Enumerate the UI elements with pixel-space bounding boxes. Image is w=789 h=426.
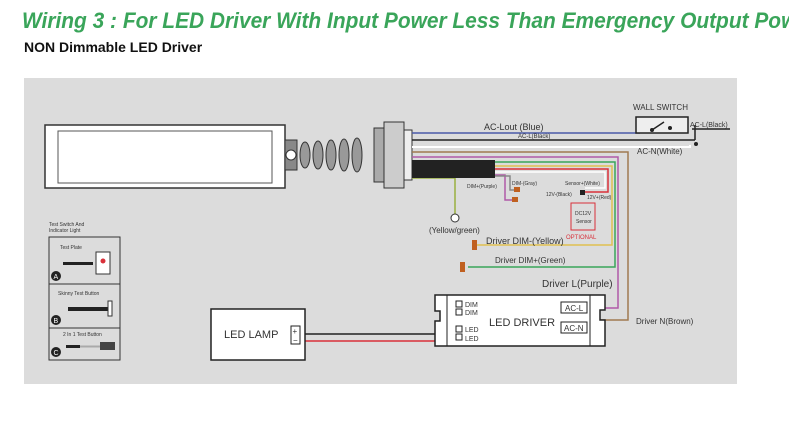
sensor-white-label: Sensor+(White) xyxy=(565,181,600,187)
option-a: Test Plate A xyxy=(51,245,111,281)
svg-text:2 In 1 Test Button: 2 In 1 Test Button xyxy=(63,332,102,338)
ac-l-label: AC-L(Black) xyxy=(690,122,728,129)
wire-driver-n-brown xyxy=(412,151,629,321)
diagram-background xyxy=(24,78,737,384)
test-switch-panel: Test Switch And Indicator Light Test Pla… xyxy=(48,222,121,361)
driver-dim-minus-label: Driver DIM-(Yellow) xyxy=(486,236,564,246)
driver-n-label: Driver N(Brown) xyxy=(636,317,694,326)
wire-nut-icon xyxy=(460,262,465,272)
flex-conduit xyxy=(299,137,363,173)
page-title: Wiring 3 : For LED Driver With Input Pow… xyxy=(22,8,789,33)
ac-n-label: AC-N(White) xyxy=(637,147,683,156)
dim-minus-terminal: DIM xyxy=(465,310,478,317)
svg-text:B: B xyxy=(54,318,59,325)
led-minus-terminal: LED xyxy=(465,336,479,343)
led-plus-terminal: LED xyxy=(465,327,479,334)
page-subtitle: NON Dimmable LED Driver xyxy=(24,39,203,55)
driver-dim-plus-label: Driver DIM+(Green) xyxy=(495,256,566,265)
ac-l-terminal: AC-L xyxy=(565,304,584,313)
dc12v-label: DC12V xyxy=(575,211,592,217)
led-lamp-label: LED LAMP xyxy=(224,329,278,341)
ac-l-inner-label: AC-L(Black) xyxy=(518,134,550,140)
driver-l-label: Driver L(Purple) xyxy=(542,279,613,290)
svg-text:C: C xyxy=(54,350,59,357)
led-driver-label: LED DRIVER xyxy=(489,317,555,329)
svg-text:Test Plate: Test Plate xyxy=(60,245,82,251)
yellow-green-label: (Yellow/green) xyxy=(429,226,480,235)
option-c: 2 In 1 Test Button C xyxy=(51,332,115,357)
wire-driver-l-purple xyxy=(412,156,619,309)
sensor-label: Sensor xyxy=(576,219,592,225)
dim-plus-terminal: DIM xyxy=(465,302,478,309)
ac-n-terminal: AC-N xyxy=(564,324,584,333)
ground-icon xyxy=(450,213,460,223)
wire-bundle xyxy=(412,160,495,178)
led-driver: DIM DIM LED LED LED DRIVER AC-L AC-N xyxy=(434,294,606,347)
12v-black-label: 12V-(Black) xyxy=(546,192,572,198)
emergency-driver-unit xyxy=(44,121,413,189)
wire-ac-n-white xyxy=(412,145,691,148)
12v-red-label: 12V+(Red) xyxy=(587,195,612,201)
wire-nut-icon xyxy=(512,197,518,202)
svg-text:A: A xyxy=(54,274,59,281)
test-switch-heading: Test Switch And xyxy=(49,222,85,228)
dim-minus-gray-label: DIM-(Gray) xyxy=(512,181,537,187)
wire-dim-minus-yellow xyxy=(475,165,613,246)
wire-dim-plus-green xyxy=(468,161,616,268)
test-switch-heading-2: Indicator Light xyxy=(49,228,81,234)
led-lamp: LED LAMP +− xyxy=(210,308,306,361)
wall-switch-label: WALL SWITCH xyxy=(633,103,688,112)
svg-text:Skinny Test Button: Skinny Test Button xyxy=(58,291,100,297)
svg-text:−: − xyxy=(293,336,298,345)
option-b: Skinny Test Button B xyxy=(51,291,113,325)
dim-plus-purple-label: DIM+(Purple) xyxy=(467,184,497,190)
wires xyxy=(250,125,730,342)
dc12v-sensor xyxy=(570,202,596,231)
optional-label: OPTIONAL xyxy=(566,235,597,241)
wire-nut-icon xyxy=(514,187,520,192)
wall-switch xyxy=(635,116,698,146)
wire-nut-icon xyxy=(472,240,477,250)
svg-text:+: + xyxy=(293,327,298,336)
ac-lout-label: AC-Lout (Blue) xyxy=(484,122,544,132)
